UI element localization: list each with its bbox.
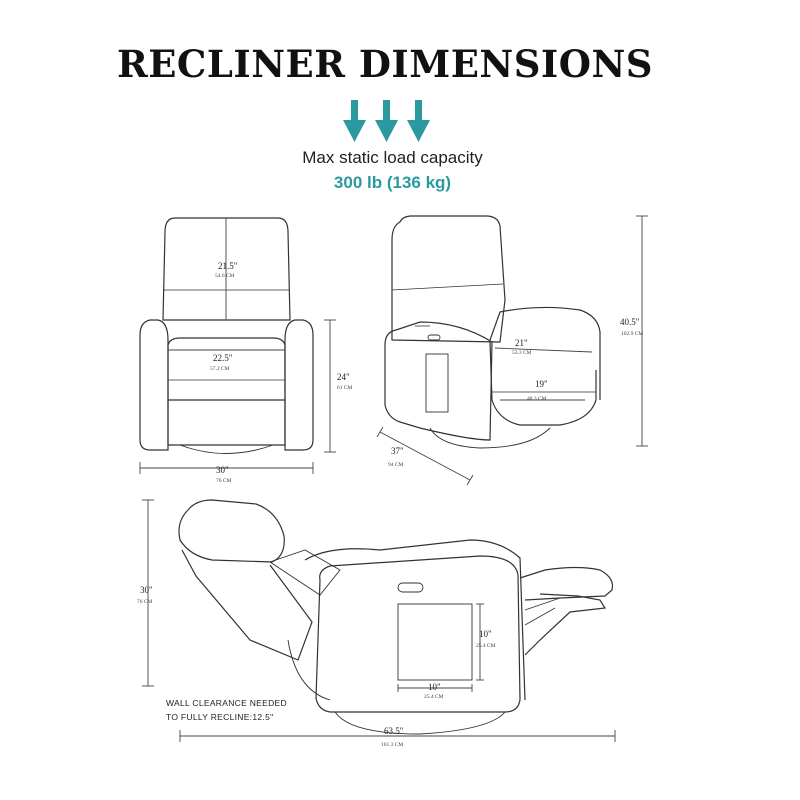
seat-depth-a-in: 21" bbox=[515, 338, 528, 348]
page-title: RECLINER DIMENSIONS bbox=[116, 42, 654, 86]
seat-width-cm: 57.2 CM bbox=[210, 366, 230, 372]
overall-height-cm: 102.9 CM bbox=[621, 331, 643, 337]
pocket-height-cm: 25.4 CM bbox=[476, 643, 496, 649]
front-dimension-lines bbox=[139, 218, 336, 474]
wall-clearance-note-line2: TO FULLY RECLINE:12.5" bbox=[166, 712, 274, 722]
pocket-height-in: 10" bbox=[479, 629, 492, 639]
side-dimension-lines bbox=[376, 215, 648, 486]
pocket-width-cm: 25.4 CM bbox=[424, 694, 444, 700]
overall-height-in: 40.5" bbox=[620, 317, 640, 327]
front-view bbox=[139, 217, 314, 454]
wall-clearance-note-line1: WALL CLEARANCE NEEDED bbox=[166, 698, 287, 708]
back-height-cm: 54.6 CM bbox=[215, 273, 235, 279]
side-view bbox=[384, 215, 601, 449]
seat-depth-b-cm: 48.3 CM bbox=[527, 396, 547, 402]
down-arrow-icon bbox=[407, 100, 430, 142]
overall-width-cm: 76 CM bbox=[216, 478, 232, 484]
seat-height-cm: 61 CM bbox=[337, 385, 353, 391]
overall-width-in: 30" bbox=[216, 465, 229, 475]
overall-depth-cm: 94 CM bbox=[388, 462, 404, 468]
seat-depth-b-in: 19" bbox=[535, 379, 548, 389]
seat-width-in: 22.5" bbox=[213, 353, 233, 363]
reclined-dimension-lines bbox=[142, 499, 616, 742]
load-capacity-value: 300 lb (136 kg) bbox=[333, 173, 452, 192]
load-arrows bbox=[343, 100, 430, 142]
down-arrow-icon bbox=[343, 100, 366, 142]
pocket-width-in: 10" bbox=[428, 682, 441, 692]
load-capacity-label: Max static load capacity bbox=[302, 148, 483, 167]
down-arrow-icon bbox=[375, 100, 398, 142]
reclined-height-cm: 76 CM bbox=[137, 599, 153, 605]
seat-depth-a-cm: 53.3 CM bbox=[512, 350, 532, 356]
overall-depth-in: 37" bbox=[391, 446, 404, 456]
seat-height-in: 24" bbox=[337, 372, 350, 382]
reclined-length-cm: 161.3 CM bbox=[381, 742, 403, 748]
back-height-in: 21.5" bbox=[218, 261, 238, 271]
reclined-length-in: 63.5" bbox=[384, 726, 404, 736]
reclined-view bbox=[178, 499, 614, 735]
reclined-height-in: 30" bbox=[140, 585, 153, 595]
